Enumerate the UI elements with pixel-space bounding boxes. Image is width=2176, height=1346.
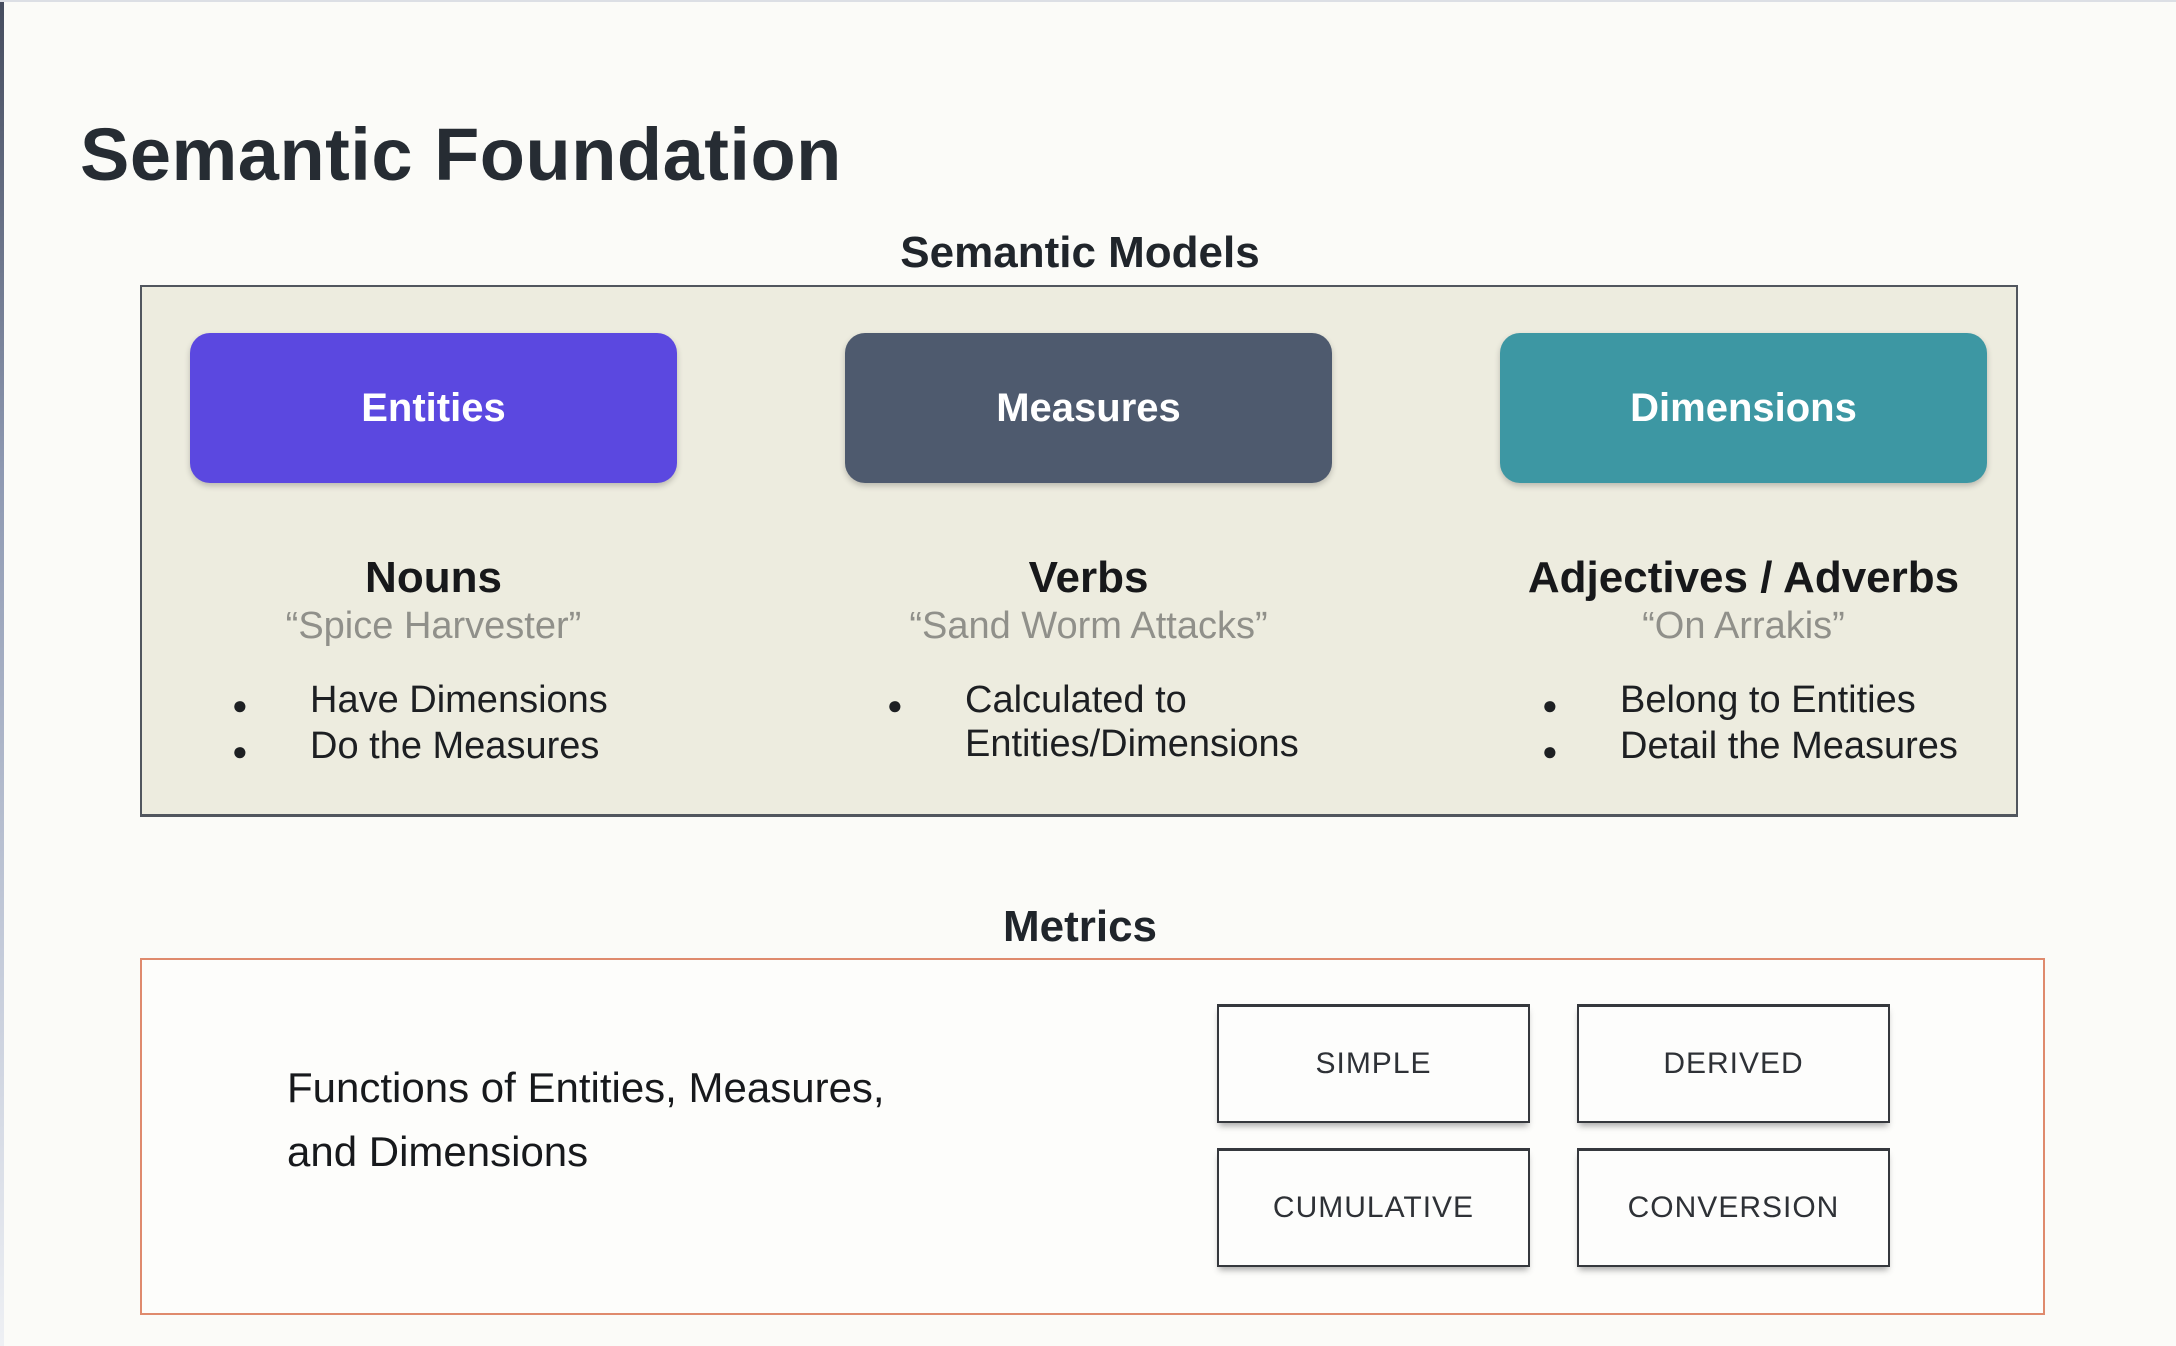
dimensions-bullets: Belong to Entities Detail the Measures [1500,678,1987,773]
measures-column: Measures Verbs “Sand Worm Attacks” Calcu… [845,333,1332,814]
measures-box: Measures [845,333,1332,483]
semantic-models-label: Semantic Models [900,228,1260,277]
dimensions-heading: Adjectives / Adverbs [1527,553,1960,602]
metric-type-simple: SIMPLE [1217,1004,1530,1123]
window-left-edge [0,0,4,1346]
entities-example: “Spice Harvester” [285,605,582,647]
entities-box: Entities [190,333,677,483]
measures-bullets: Calculated to Entities/Dimensions [845,678,1332,766]
window-top-edge [0,0,2176,2]
metric-type-cumulative: CUMULATIVE [1217,1148,1530,1267]
metrics-panel: Functions of Entities, Measures, and Dim… [140,958,2045,1315]
bullet-item: Have Dimensions [190,678,677,727]
dimensions-example: “On Arrakis” [1642,605,1845,647]
metrics-label: Metrics [1002,902,1158,951]
dimensions-box: Dimensions [1500,333,1987,483]
bullet-item: Belong to Entities [1500,678,1987,727]
bullet-item: Do the Measures [190,724,677,773]
entities-bullets: Have Dimensions Do the Measures [190,678,677,773]
bullet-item: Calculated to Entities/Dimensions [845,678,1332,766]
entities-heading: Nouns [365,553,502,602]
dimensions-column: Dimensions Adjectives / Adverbs “On Arra… [1500,333,1987,814]
measures-heading: Verbs [1028,553,1149,602]
metrics-description: Functions of Entities, Measures, and Dim… [287,1064,885,1175]
entities-column: Entities Nouns “Spice Harvester” Have Di… [190,333,677,814]
metric-type-derived: DERIVED [1577,1004,1890,1123]
measures-example: “Sand Worm Attacks” [909,605,1268,647]
bullet-item: Detail the Measures [1500,724,1987,773]
semantic-models-panel: Entities Nouns “Spice Harvester” Have Di… [140,285,2018,817]
metric-type-conversion: CONVERSION [1577,1148,1890,1267]
slide-title: Semantic Foundation [80,112,842,196]
metrics-grid: SIMPLE DERIVED CUMULATIVE CONVERSION [1217,1004,1890,1267]
